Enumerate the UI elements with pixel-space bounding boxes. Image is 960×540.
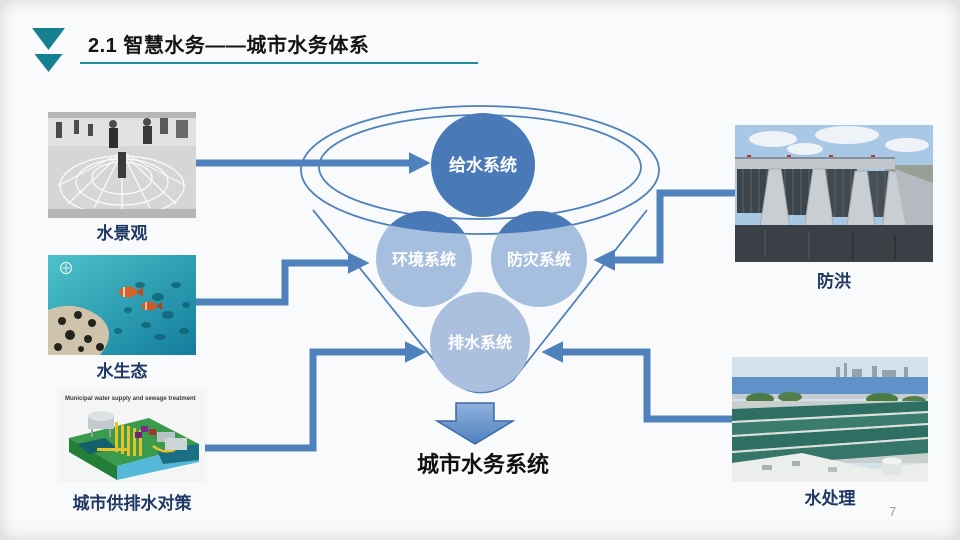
rock-spots <box>54 311 104 352</box>
circle-environment-system <box>376 211 472 307</box>
label-water-ecology: 水生态 <box>96 362 148 381</box>
water <box>735 225 933 262</box>
label-water-treatment: 水处理 <box>804 489 856 508</box>
label-flood-control: 防洪 <box>817 272 851 291</box>
label-supply-system: 给水系统 <box>449 155 517 175</box>
photo-water-landscape <box>48 112 196 218</box>
page-number: 7 <box>889 504 897 519</box>
connector-arrows <box>196 152 735 452</box>
circle-disaster-system <box>491 211 587 307</box>
reflections <box>764 229 896 261</box>
crowd-silhouettes <box>48 112 196 148</box>
label-municipal-measures: 城市供排水对策 <box>72 494 192 513</box>
arrow-ecology-to-environment <box>196 252 370 306</box>
fish <box>59 261 162 311</box>
clouds <box>749 126 929 155</box>
down-arrow-icon <box>434 402 516 445</box>
photo-water-ecology <box>48 255 196 355</box>
photo-water-treatment <box>732 357 928 482</box>
plant-blocks <box>135 426 187 450</box>
plant-roof <box>732 453 928 482</box>
label-environment-system: 环境系统 <box>392 250 456 269</box>
river <box>732 377 928 394</box>
label-water-landscape: 水景观 <box>96 224 148 243</box>
photo-flood-control <box>735 125 933 262</box>
fountain-figure <box>118 152 126 178</box>
arrow-treatment-to-drainage <box>541 341 732 423</box>
ground <box>48 209 196 218</box>
result-label: 城市水务系统 <box>416 452 549 477</box>
arrow-flood-to-disaster <box>593 189 735 271</box>
water-tank <box>88 411 114 437</box>
label-drainage-system: 排水系统 <box>448 333 512 352</box>
circle-supply-system <box>431 113 535 217</box>
title-marker-icon <box>32 28 65 72</box>
yellow-pipes <box>97 422 176 456</box>
page-title: 2.1 智慧水务——城市水务体系 <box>88 35 370 57</box>
triangle-down-icon <box>32 28 65 50</box>
platform-left <box>69 438 117 480</box>
photo-municipal-diagram: Municipal water supply and sewage treatm… <box>57 388 207 482</box>
industrial-skyline <box>836 363 908 377</box>
title-underline <box>80 62 478 64</box>
circle-drainage-system <box>430 292 530 392</box>
triangle-down-icon <box>34 54 63 72</box>
arrow-municipal-to-drainage <box>205 341 427 452</box>
coral-spots <box>114 282 190 340</box>
abutment <box>895 169 933 233</box>
diagram-caption: Municipal water supply and sewage treatm… <box>65 396 196 402</box>
label-disaster-system: 防灾系统 <box>507 250 571 269</box>
